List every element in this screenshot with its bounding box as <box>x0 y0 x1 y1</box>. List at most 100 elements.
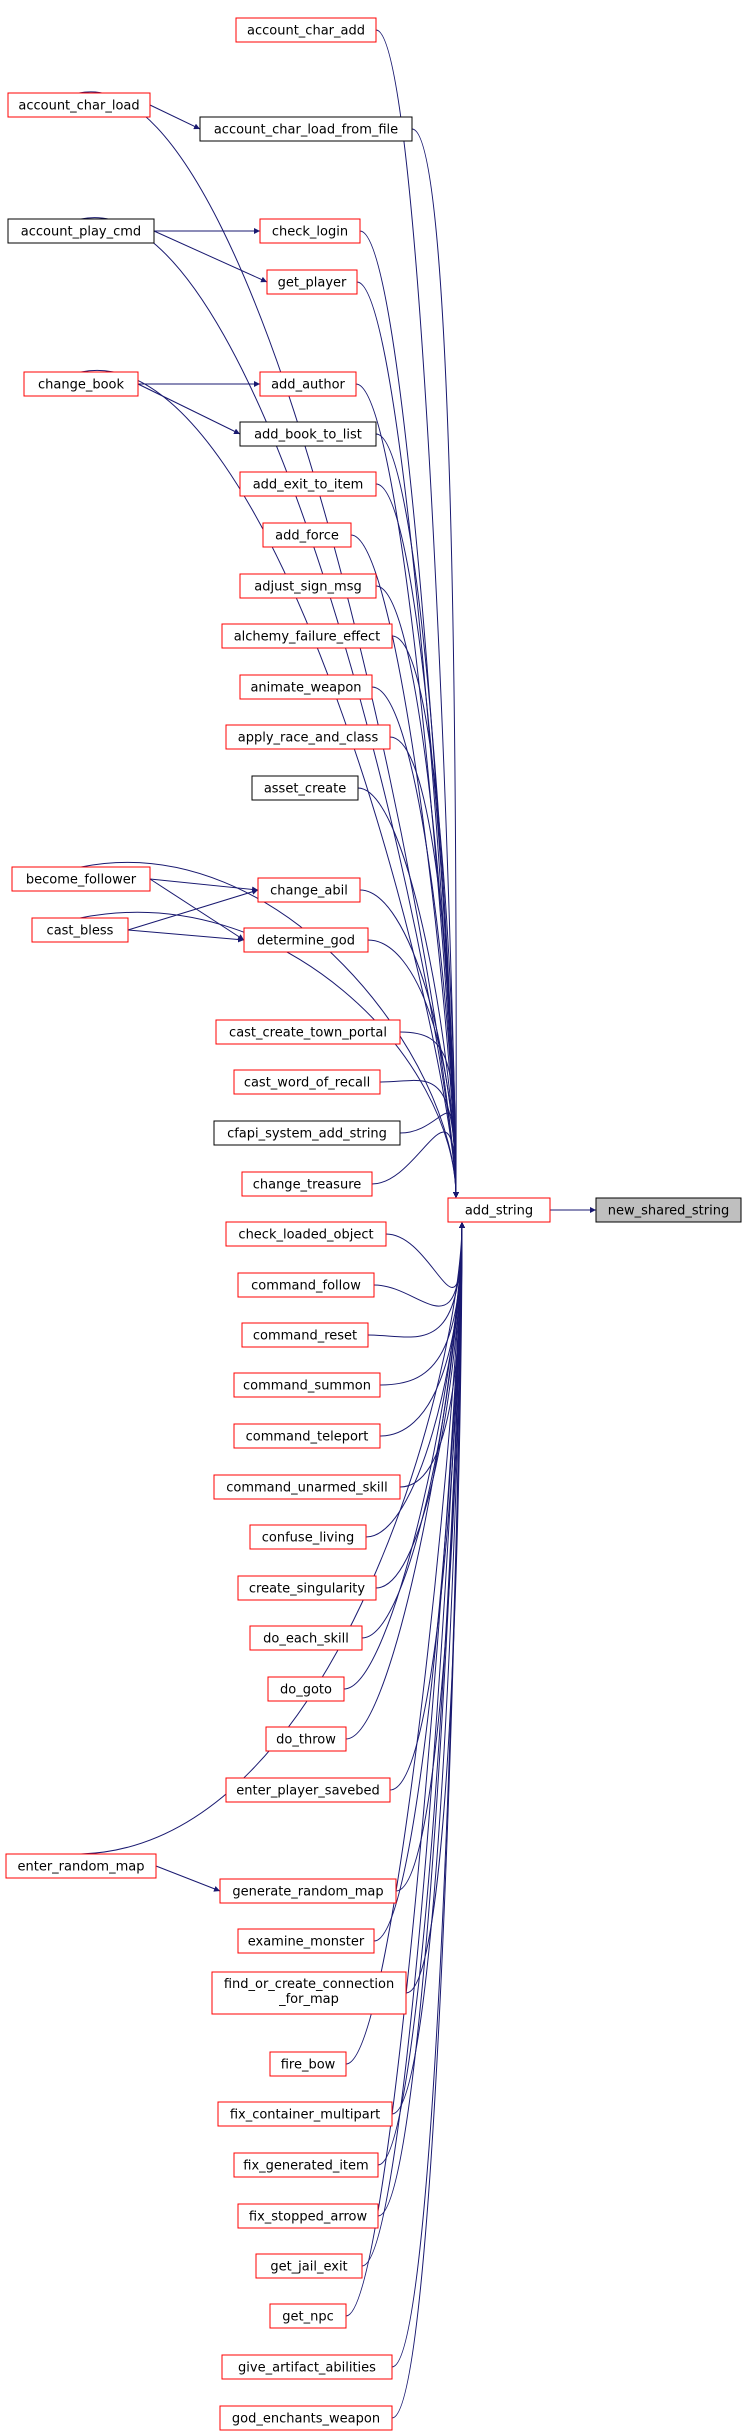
node-box <box>241 1322 369 1348</box>
node-box <box>233 1069 381 1095</box>
node-account-char-add[interactable]: account_char_add <box>235 17 377 43</box>
node-label: fire_bow <box>281 2058 336 2073</box>
node-box <box>249 1625 363 1651</box>
node-label: do_goto <box>280 1683 332 1698</box>
node-do-throw[interactable]: do_throw <box>265 1726 347 1752</box>
edge-account-play-cmd-to-get-player <box>153 230 268 283</box>
node-box <box>233 1423 381 1449</box>
node-box <box>249 1524 367 1550</box>
node-box <box>217 2101 393 2127</box>
node-command-unarmed-skill[interactable]: command_unarmed_skill <box>213 1474 401 1500</box>
node-box <box>243 927 369 953</box>
node-label: apply_race_and_class <box>238 731 379 746</box>
node-change-abil[interactable]: change_abil <box>257 877 361 903</box>
node-box <box>266 269 358 295</box>
node-box <box>219 1878 397 1904</box>
node-fire-bow[interactable]: fire_bow <box>269 2051 347 2077</box>
node-confuse-living[interactable]: confuse_living <box>249 1524 367 1550</box>
node-animate-weapon[interactable]: animate_weapon <box>239 674 373 700</box>
node-box <box>257 877 361 903</box>
node-do-goto[interactable]: do_goto <box>267 1676 345 1702</box>
node-label: fix_container_multipart <box>230 2108 380 2123</box>
node-command-summon[interactable]: command_summon <box>233 1372 381 1398</box>
node-account-char-load-from-file[interactable]: account_char_load_from_file <box>199 116 413 142</box>
edge-get-jail-exit-to-add-string <box>361 1221 465 2267</box>
node-enter-player-savebed[interactable]: enter_player_savebed <box>225 1777 391 1803</box>
node-box <box>237 2203 379 2229</box>
node-label: animate_weapon <box>250 681 361 696</box>
node-become-follower[interactable]: become_follower <box>11 866 151 892</box>
node-adjust-sign-msg[interactable]: adjust_sign_msg <box>239 573 377 599</box>
node-command-reset[interactable]: command_reset <box>241 1322 369 1348</box>
node-box <box>262 522 352 548</box>
edge-change-book-to-add-string <box>80 369 459 1199</box>
node-alchemy-failure-effect[interactable]: alchemy_failure_effect <box>221 623 393 649</box>
node-box <box>239 421 377 447</box>
node-label: check_loaded_object <box>238 1228 373 1243</box>
node-asset-create[interactable]: asset_create <box>251 775 359 801</box>
node-label: check_login <box>272 225 348 240</box>
node-add-author[interactable]: add_author <box>259 371 357 397</box>
node-command-teleport[interactable]: command_teleport <box>233 1423 381 1449</box>
node-do-each-skill[interactable]: do_each_skill <box>249 1625 363 1651</box>
node-check-login[interactable]: check_login <box>259 218 361 244</box>
node-enter-random-map[interactable]: enter_random_map <box>5 1853 157 1879</box>
node-find-or-create-connection-for-map[interactable]: find_or_create_connection_for_map <box>211 1971 407 2015</box>
edge-do-throw-to-add-string <box>345 1221 465 1740</box>
node-label: account_char_load_from_file <box>214 123 398 138</box>
node-command-follow[interactable]: command_follow <box>237 1272 375 1298</box>
node-give-artifact-abilities[interactable]: give_artifact_abilities <box>221 2354 393 2380</box>
node-new-shared-string[interactable]: new_shared_string <box>595 1197 742 1223</box>
node-apply-race-and-class[interactable]: apply_race_and_class <box>225 724 391 750</box>
node-box <box>447 1197 551 1223</box>
edge-give-artifact-abilities-to-add-string <box>391 1221 465 2368</box>
node-cast-create-town-portal[interactable]: cast_create_town_portal <box>215 1019 401 1045</box>
node-box <box>213 1120 401 1146</box>
node-cast-bless[interactable]: cast_bless <box>31 917 129 943</box>
node-add-force[interactable]: add_force <box>262 522 352 548</box>
node-box <box>237 1272 375 1298</box>
node-get-jail-exit[interactable]: get_jail_exit <box>255 2253 363 2279</box>
node-account-char-load[interactable]: account_char_load <box>7 92 151 118</box>
node-box <box>23 371 139 397</box>
node-box <box>237 1928 375 1954</box>
node-box <box>225 724 391 750</box>
node-get-npc[interactable]: get_npc <box>269 2303 347 2329</box>
edge-get-npc-to-add-string <box>345 1221 465 2317</box>
node-add-book-to-list[interactable]: add_book_to_list <box>239 421 377 447</box>
node-determine-god[interactable]: determine_god <box>243 927 369 953</box>
node-fix-container-multipart[interactable]: fix_container_multipart <box>217 2101 393 2127</box>
node-box <box>235 17 377 43</box>
edge-cast-bless-to-determine-god <box>127 929 245 943</box>
node-add-string[interactable]: add_string <box>447 1197 551 1223</box>
node-label: cfapi_system_add_string <box>227 1127 387 1142</box>
node-account-play-cmd[interactable]: account_play_cmd <box>7 218 155 244</box>
node-label: do_throw <box>276 1733 336 1748</box>
node-check-loaded-object[interactable]: check_loaded_object <box>225 1221 387 1247</box>
node-examine-monster[interactable]: examine_monster <box>237 1928 375 1954</box>
node-box <box>11 866 151 892</box>
node-get-player[interactable]: get_player <box>266 269 358 295</box>
node-add-exit-to-item[interactable]: add_exit_to_item <box>239 471 377 497</box>
node-label: get_npc <box>282 2310 334 2325</box>
node-god-enchants-weapon[interactable]: god_enchants_weapon <box>219 2405 393 2431</box>
node-label: find_or_create_connection <box>224 1977 394 1992</box>
nodes-layer: account_char_add account_char_loadaccount… <box>5 17 742 2431</box>
edge-become-follower-to-determine-god <box>149 878 245 941</box>
node-generate-random-map[interactable]: generate_random_map <box>219 1878 397 1904</box>
node-fix-stopped-arrow[interactable]: fix_stopped_arrow <box>237 2203 379 2229</box>
edge-enter-random-map-to-generate-random-map <box>155 1865 221 1892</box>
node-box <box>221 2354 393 2380</box>
node-change-book[interactable]: change_book <box>23 371 139 397</box>
node-create-singularity[interactable]: create_singularity <box>237 1575 377 1601</box>
node-fix-generated-item[interactable]: fix_generated_item <box>233 2152 379 2178</box>
node-cfapi-system-add-string[interactable]: cfapi_system_add_string <box>213 1120 401 1146</box>
node-cast-word-of-recall[interactable]: cast_word_of_recall <box>233 1069 381 1095</box>
node-label: cast_bless <box>47 924 114 939</box>
edge-fix-stopped-arrow-to-add-string <box>377 1221 465 2217</box>
edge-fire-bow-to-add-string <box>345 1221 465 2065</box>
node-box <box>265 1726 347 1752</box>
node-change-treasure[interactable]: change_treasure <box>241 1171 373 1197</box>
node-label: give_artifact_abilities <box>238 2361 376 2376</box>
node-label: fix_generated_item <box>243 2159 368 2174</box>
